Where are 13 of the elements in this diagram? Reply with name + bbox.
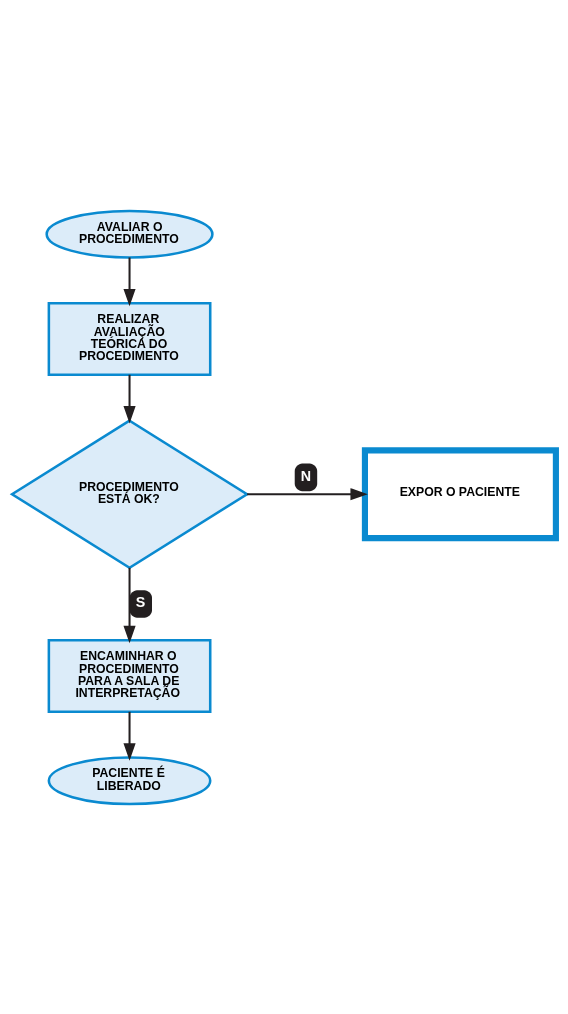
arrow	[247, 487, 368, 500]
node-box: REALIZAR AVALIAÇÃO TEÓRICA DO PROCEDIMENTO	[47, 301, 212, 376]
node-diamond: PROCEDIMENTO ESTÁ OK?	[9, 418, 250, 569]
edge-label: N	[300, 467, 312, 484]
arrow	[123, 711, 136, 761]
node-box: ENCAMINHAR O PROCEDIMENTO PARA A SALA DE INTERPRETAÇÃO	[47, 638, 212, 713]
arrow	[123, 567, 136, 643]
arrow	[123, 374, 136, 423]
edge-label: S	[135, 593, 146, 610]
node-ellipse: AVALIAR O PROCEDIMENTO	[45, 209, 214, 259]
node-ellipse: PACIENTE É LIBERADO	[47, 755, 212, 805]
arrow	[123, 257, 136, 306]
node-box: EXPOR O PACIENTE	[361, 446, 559, 541]
